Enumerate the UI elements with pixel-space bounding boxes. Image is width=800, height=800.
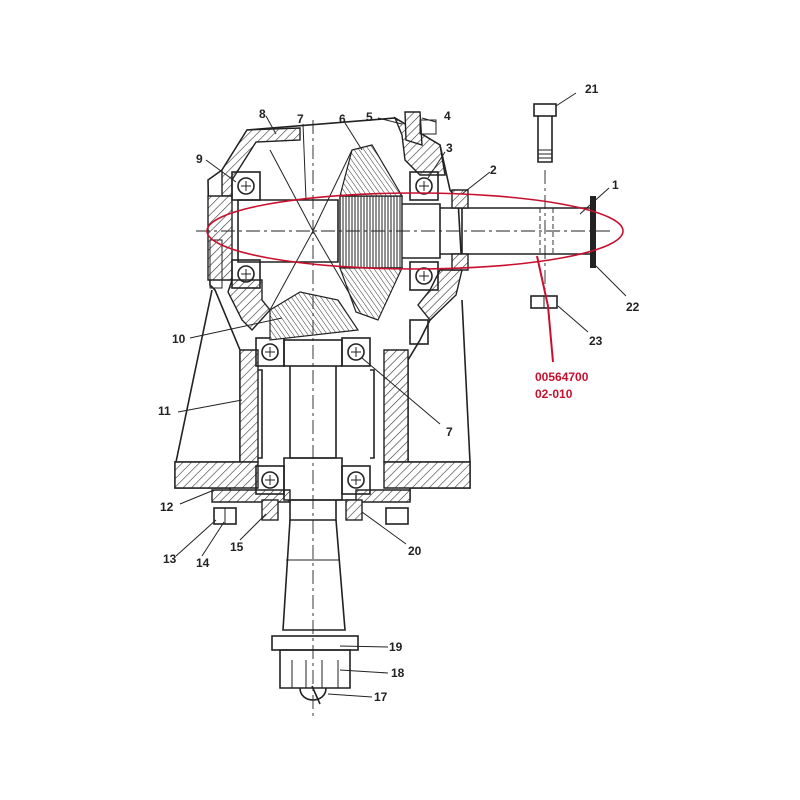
leader-lines: [175, 92, 627, 698]
callout-19: 19: [389, 640, 403, 654]
bearing-left-bottom: [231, 259, 261, 289]
callout-21: 21: [585, 82, 599, 96]
bearings: [231, 171, 439, 521]
seal-lower-right: [345, 499, 363, 521]
bottom-bolts: [213, 507, 409, 525]
bolt-right: [385, 507, 409, 525]
seal-right-top: [451, 189, 469, 209]
bevel-gears: [269, 144, 404, 341]
callout-14: 14: [196, 556, 210, 570]
bearing-vertical-upper-left: [255, 337, 285, 367]
bearing-left-top: [231, 171, 261, 201]
part-number-label: 00564700: [535, 370, 589, 384]
callout-23: 23: [589, 334, 603, 348]
seal-lower-left: [261, 499, 279, 521]
callout-20: 20: [408, 544, 422, 558]
shaft-spline: [339, 195, 403, 269]
pinion-gear: [269, 291, 360, 341]
gearbox-housing: [174, 111, 471, 503]
bevel-gear-upper: [339, 144, 404, 197]
input-shaft: [237, 189, 596, 271]
exploded-bolt-21: [533, 103, 557, 163]
highlight-ellipse: [206, 192, 624, 270]
callout-4: 4: [444, 109, 451, 123]
callout-labels: 1 2 3 4 5 6 7 7 8 9 10 11 12 13 14 15 17…: [158, 82, 640, 704]
hub-washer: [271, 635, 359, 651]
highlight-leader: [536, 255, 554, 363]
callout-17: 17: [374, 690, 388, 704]
bearing-right-top: [409, 171, 439, 201]
output-shaft: [258, 339, 375, 705]
callout-6: 6: [339, 112, 346, 126]
callout-8: 8: [259, 107, 266, 121]
callout-11: 11: [158, 404, 171, 418]
callout-10: 10: [172, 332, 186, 346]
callout-3: 3: [446, 141, 453, 155]
callout-12: 12: [160, 500, 174, 514]
callout-22: 22: [626, 300, 640, 314]
callout-7-lower: 7: [446, 425, 453, 439]
exploded-nut-23: [530, 295, 558, 309]
bearing-right-bottom: [409, 261, 439, 291]
callout-9: 9: [196, 152, 203, 166]
snap-ring: [590, 196, 596, 268]
callout-2: 2: [490, 163, 497, 177]
seal-right-bottom: [451, 253, 469, 271]
center-lines: [196, 120, 612, 720]
callout-5: 5: [366, 110, 373, 124]
callout-13: 13: [163, 552, 177, 566]
callout-7-upper: 7: [297, 112, 304, 126]
highlight-annotation: 00564700 02-010: [206, 192, 624, 401]
callout-15: 15: [230, 540, 244, 554]
callout-18: 18: [391, 666, 405, 680]
hub-nut: [279, 649, 351, 689]
callout-1: 1: [612, 178, 619, 192]
part-variant-label: 02-010: [535, 387, 573, 401]
